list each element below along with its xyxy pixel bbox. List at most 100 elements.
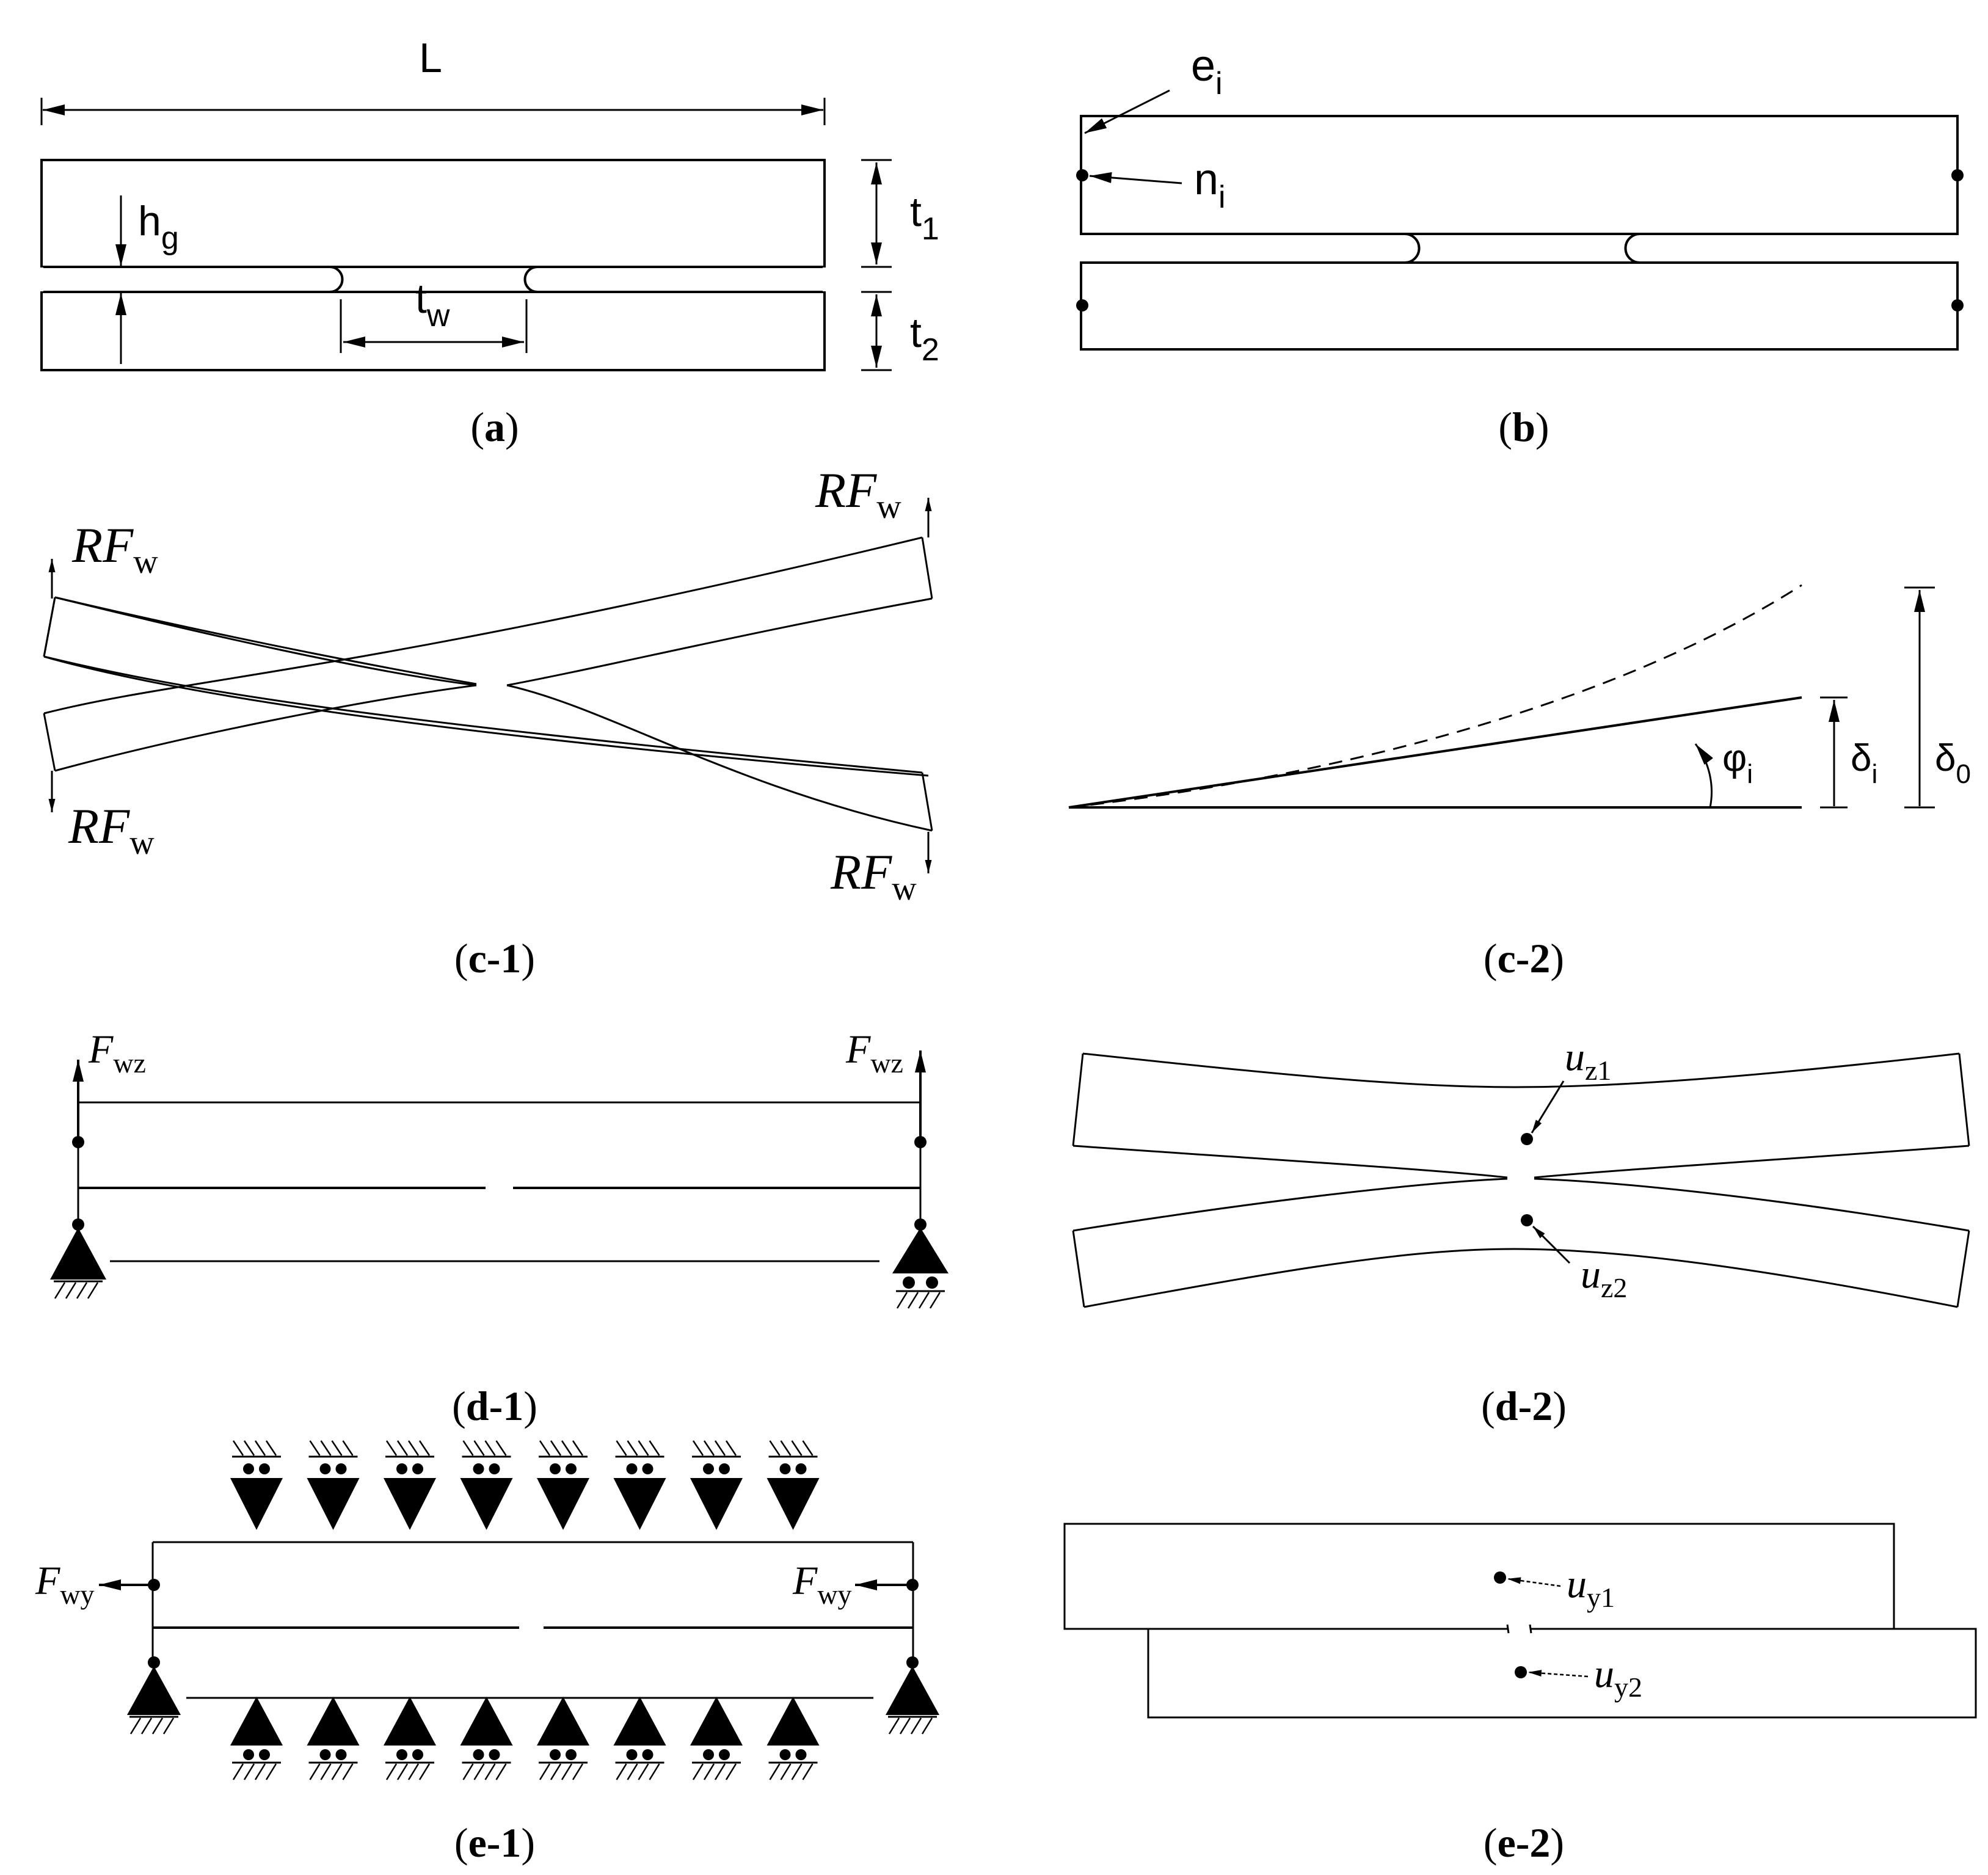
pointer-arrow — [1507, 1577, 1561, 1587]
roller-support-bottom — [460, 1697, 513, 1781]
label-hg: hg — [138, 198, 179, 256]
roller-support-top — [766, 1440, 820, 1530]
web-dimension-tw: tw — [340, 275, 528, 353]
node-point — [72, 1218, 84, 1231]
caption-d1: (d-1) — [452, 1383, 537, 1429]
lower-chord — [1147, 1628, 1977, 1719]
label-delta-i: δi — [1851, 737, 1877, 789]
pin-support — [50, 1228, 106, 1300]
node-point — [148, 1656, 160, 1669]
node-points — [1076, 169, 1964, 311]
caption-c2: (c-2) — [1484, 935, 1564, 981]
upper-chord — [1063, 1523, 1895, 1630]
label-ei: ei — [1191, 42, 1223, 101]
gap-dimension-hg: hg — [115, 195, 179, 364]
label-rfw-top-left: RFw — [71, 517, 158, 581]
slot-edge — [1506, 1624, 1510, 1634]
pointer-arrow — [1532, 1225, 1571, 1264]
deflection-dimension-delta-i: δi — [1820, 696, 1877, 809]
node-point — [906, 1579, 919, 1591]
panel-d2: uz1 uz2 (d-2) — [1072, 1035, 1970, 1429]
panel-d1: Fwz Fwz (d-1) — [50, 1027, 948, 1429]
measure-point — [1521, 1133, 1533, 1145]
panel-a: L hg t1 t2 — [40, 35, 939, 450]
beam-end-left-upper — [43, 597, 56, 657]
label-delta-0: δ0 — [1935, 737, 1971, 789]
roller-support-bottom — [537, 1697, 589, 1781]
beam-edge — [1072, 1178, 1508, 1232]
deformed-beam-bottom-chord — [44, 679, 476, 713]
beam-end-right-upper — [921, 537, 933, 599]
rotation-angle-arc — [1694, 743, 1713, 808]
caption-c1: (c-1) — [454, 935, 535, 981]
measure-point — [1494, 1571, 1506, 1584]
node-pointer-arrow — [1089, 172, 1182, 184]
element-pointer-arrow — [1084, 89, 1170, 134]
roller-support-top — [230, 1440, 283, 1530]
beam-edge — [1072, 1145, 1508, 1179]
node-point — [1951, 299, 1964, 311]
panel-e2: uy1 uy2 (e-2) — [1063, 1523, 1977, 1866]
label-fwz-left: Fwz — [88, 1027, 146, 1079]
label-phi-i: φi — [1722, 737, 1753, 789]
rotated-chord-line — [1068, 696, 1802, 809]
roller-support-top — [537, 1440, 589, 1530]
label-rfw-top-right: RFw — [815, 462, 901, 526]
roller-support — [892, 1228, 948, 1309]
pointer-arrow — [1527, 1670, 1589, 1678]
beam-edge — [54, 596, 477, 686]
roller-support-bottom — [384, 1697, 436, 1781]
node-point — [914, 1136, 927, 1148]
label-fwy-left: Fwy — [35, 1559, 95, 1610]
roller-support-top — [690, 1440, 743, 1530]
beam-end-right-lower — [921, 772, 933, 831]
beam-edge — [54, 684, 477, 772]
node-point — [1076, 169, 1088, 181]
measure-point — [1521, 1214, 1533, 1226]
bottom-roller-supports — [230, 1697, 820, 1781]
beam-edge — [1083, 1248, 1958, 1308]
length-dimension-L: L — [40, 35, 826, 125]
thickness-dimension-t1: t1 — [861, 159, 939, 268]
roller-support-bottom — [613, 1697, 666, 1781]
caption-d2: (d-2) — [1481, 1383, 1567, 1429]
slotted-beam-outline — [40, 159, 826, 371]
label-tw: tw — [415, 275, 450, 333]
label-uz2: uz2 — [1581, 1252, 1627, 1303]
panel-b: ei ni (b) — [1076, 42, 1964, 450]
label-uy2: uy2 — [1594, 1651, 1642, 1703]
label-rfw-bottom-right: RFw — [830, 844, 917, 908]
top-roller-supports — [230, 1440, 820, 1530]
roller-support-top — [460, 1440, 513, 1530]
caption-b: (b) — [1498, 404, 1549, 450]
pin-support — [127, 1666, 181, 1735]
roller-support-bottom — [307, 1697, 360, 1781]
label-uz1: uz1 — [1565, 1035, 1611, 1086]
roller-support-top — [613, 1440, 666, 1530]
label-ni: ni — [1194, 155, 1226, 215]
deflection-dimension-delta-0: δ0 — [1904, 586, 1971, 809]
beam-edge — [43, 536, 923, 715]
label-t1: t1 — [910, 189, 939, 247]
label-uy1: uy1 — [1567, 1562, 1615, 1613]
beam-end — [1956, 1230, 1970, 1308]
pin-support — [886, 1666, 939, 1735]
caption-e1: (e-1) — [454, 1819, 535, 1866]
node-point — [1951, 169, 1964, 181]
beam-end — [1958, 1053, 1970, 1146]
beam-edge — [506, 597, 933, 686]
label-t2: t2 — [910, 310, 939, 368]
caption-e2: (e-2) — [1484, 1819, 1564, 1866]
beam-end-left-lower — [43, 713, 56, 771]
node-point — [148, 1579, 160, 1591]
beam-edge — [1534, 1145, 1970, 1179]
reaction-forces — [48, 498, 932, 873]
roller-support-bottom — [766, 1697, 820, 1781]
beam-edge — [1082, 1052, 1960, 1088]
beam-end — [1072, 1230, 1085, 1308]
beam-edge — [506, 684, 933, 832]
deflected-curve-dashed — [1068, 584, 1802, 809]
panel-c1: RFw RFw RFw RFw (c-1) — [43, 462, 933, 981]
node-point — [1076, 299, 1088, 311]
